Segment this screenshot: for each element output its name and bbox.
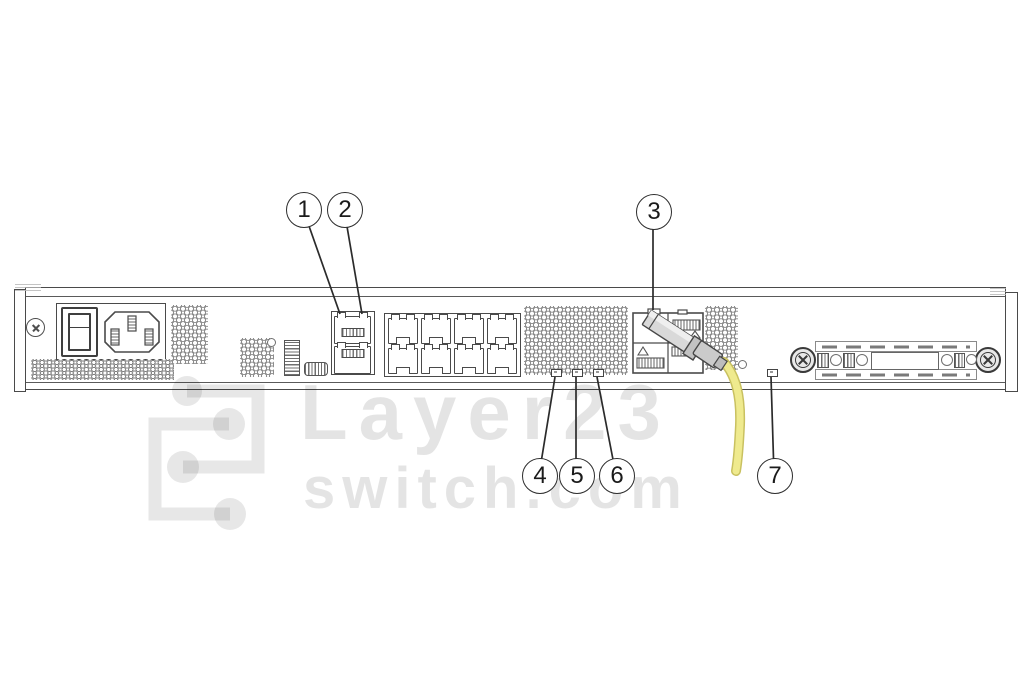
- panel-screw: [26, 318, 45, 337]
- status-led-7: [767, 369, 778, 377]
- vent-holes-center: [524, 306, 628, 375]
- status-led-5: [572, 369, 583, 377]
- lc-connector: [692, 340, 728, 372]
- rj45-port: [421, 314, 451, 344]
- slot-bracket-detail: [941, 354, 953, 366]
- slot-bracket-detail: [856, 354, 868, 366]
- panel-hole: [738, 360, 747, 369]
- rj45-port: [454, 314, 484, 344]
- expansion-slot: [789, 339, 1001, 380]
- thumbscrew-left: [790, 347, 816, 373]
- slot-blank-plate: [871, 352, 939, 370]
- rj45-port-block: [384, 313, 521, 377]
- chassis-marking-left: [15, 283, 41, 291]
- status-led-4: [551, 369, 562, 377]
- usb-port: [284, 340, 300, 376]
- chassis-marking-right: [990, 288, 1006, 295]
- rack-ear-right: [1005, 292, 1018, 392]
- slot-bracket-detail: [966, 354, 977, 365]
- thumbscrew-right: [975, 347, 1001, 373]
- rj45-port: [421, 344, 451, 374]
- chassis: [25, 287, 1006, 390]
- slot-bracket-detail: [954, 353, 965, 368]
- slot-bracket-detail: [817, 353, 829, 368]
- rj45-port: [487, 344, 517, 374]
- chassis-bottom-rim: [26, 382, 1005, 383]
- status-led-6: [593, 369, 604, 377]
- management-port-2: [334, 342, 371, 374]
- power-module: [56, 303, 166, 360]
- rj45-port: [388, 314, 418, 344]
- slot-bracket-detail: [843, 353, 855, 368]
- callout-3: 3: [636, 194, 672, 230]
- management-port-block: [331, 311, 375, 375]
- callout-5: 5: [559, 458, 595, 494]
- vent-holes-left: [171, 305, 208, 364]
- sfp-module: [641, 309, 706, 361]
- panel-hole: [267, 338, 276, 347]
- management-port-1: [334, 312, 371, 344]
- callout-2: 2: [327, 192, 363, 228]
- slot-vent-top: [815, 341, 977, 352]
- callout-1: 1: [286, 192, 322, 228]
- power-switch: [61, 307, 98, 357]
- chassis-top-rim: [26, 296, 1005, 297]
- mini-usb-port: [304, 362, 328, 376]
- layer23switch-logo: [148, 376, 265, 530]
- rj45-port: [388, 344, 418, 374]
- slot-vent-bottom: [815, 369, 977, 380]
- rj45-port: [454, 344, 484, 374]
- callout-6: 6: [599, 458, 635, 494]
- rj45-port: [487, 314, 517, 344]
- sfp-cage-and-module: [632, 308, 746, 476]
- callout-7: 7: [757, 458, 793, 494]
- vent-holes-bottom-left: [31, 359, 174, 380]
- callout-4: 4: [522, 458, 558, 494]
- slot-bracket-detail: [830, 354, 842, 366]
- ac-inlet: [104, 311, 160, 353]
